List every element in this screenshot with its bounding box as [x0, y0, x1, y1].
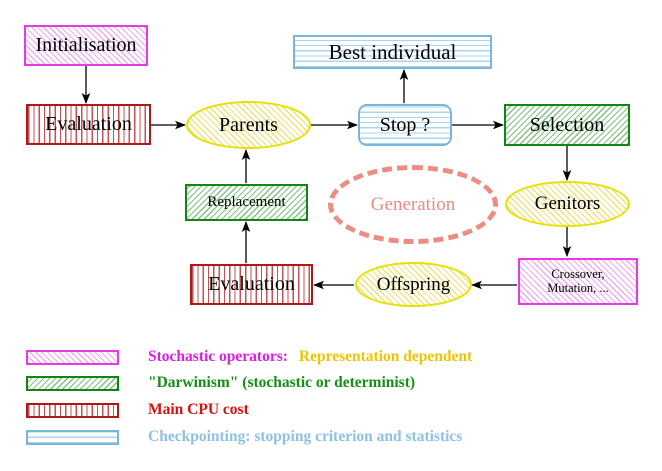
- legend-row-darwinism: "Darwinism" (stochastic or determinist): [26, 373, 415, 393]
- legend-label-representation-dependent: Representation dependent: [298, 348, 473, 365]
- node-selection-label: Selection: [529, 113, 605, 136]
- legend-swatch-diagonal-magenta-icon: [26, 349, 119, 365]
- node-initialisation-label: Initialisation: [35, 34, 137, 56]
- node-parents[interactable]: Parents: [186, 101, 311, 149]
- node-stop[interactable]: Stop ?: [358, 104, 452, 146]
- node-selection[interactable]: Selection: [504, 104, 630, 146]
- node-parents-label: Parents: [219, 113, 278, 136]
- legend-label-darwinism: "Darwinism" (stochastic or determinist): [148, 374, 416, 391]
- node-best-individual-label: Best individual: [328, 39, 457, 64]
- node-stop-label: Stop ?: [379, 113, 431, 136]
- legend-label-stochastic: Stochastic operators:: [148, 348, 288, 365]
- node-best-individual[interactable]: Best individual: [293, 35, 492, 69]
- node-offspring-label: Offspring: [376, 273, 451, 295]
- node-evaluation-top[interactable]: Evaluation: [26, 104, 151, 145]
- node-replacement-label: Replacement: [207, 193, 286, 210]
- node-genitors-label: Genitors: [534, 193, 601, 215]
- legend-swatch-vertical-red-icon: [26, 402, 119, 418]
- legend-row-cpu-cost: Main CPU cost: [26, 400, 249, 420]
- node-evaluation-bottom-label: Evaluation: [208, 273, 295, 295]
- node-generation: Generation: [328, 165, 498, 244]
- node-replacement[interactable]: Replacement: [185, 184, 308, 221]
- node-initialisation[interactable]: Initialisation: [24, 25, 148, 66]
- node-crossover-label-line1: Crossover,: [551, 267, 605, 282]
- legend-label-cpu-cost: Main CPU cost: [148, 401, 249, 418]
- node-offspring[interactable]: Offspring: [355, 262, 472, 307]
- legend-swatch-horizontal-blue-icon: [26, 429, 119, 445]
- legend-row-stochastic: Stochastic operators: Representation dep…: [26, 347, 472, 367]
- legend-label-checkpointing: Checkpointing: stopping criterion and st…: [148, 428, 463, 445]
- node-crossover-mutation[interactable]: Crossover, Mutation, ...: [518, 258, 638, 305]
- legend-swatch-diagonal-green-icon: [26, 375, 119, 391]
- node-crossover-label-line2: Mutation, ...: [547, 280, 609, 295]
- node-evaluation-bottom[interactable]: Evaluation: [190, 264, 313, 305]
- node-generation-label: Generation: [370, 193, 456, 215]
- node-evaluation-top-label: Evaluation: [45, 113, 132, 135]
- legend-row-checkpointing: Checkpointing: stopping criterion and st…: [26, 427, 462, 447]
- node-genitors[interactable]: Genitors: [505, 181, 630, 227]
